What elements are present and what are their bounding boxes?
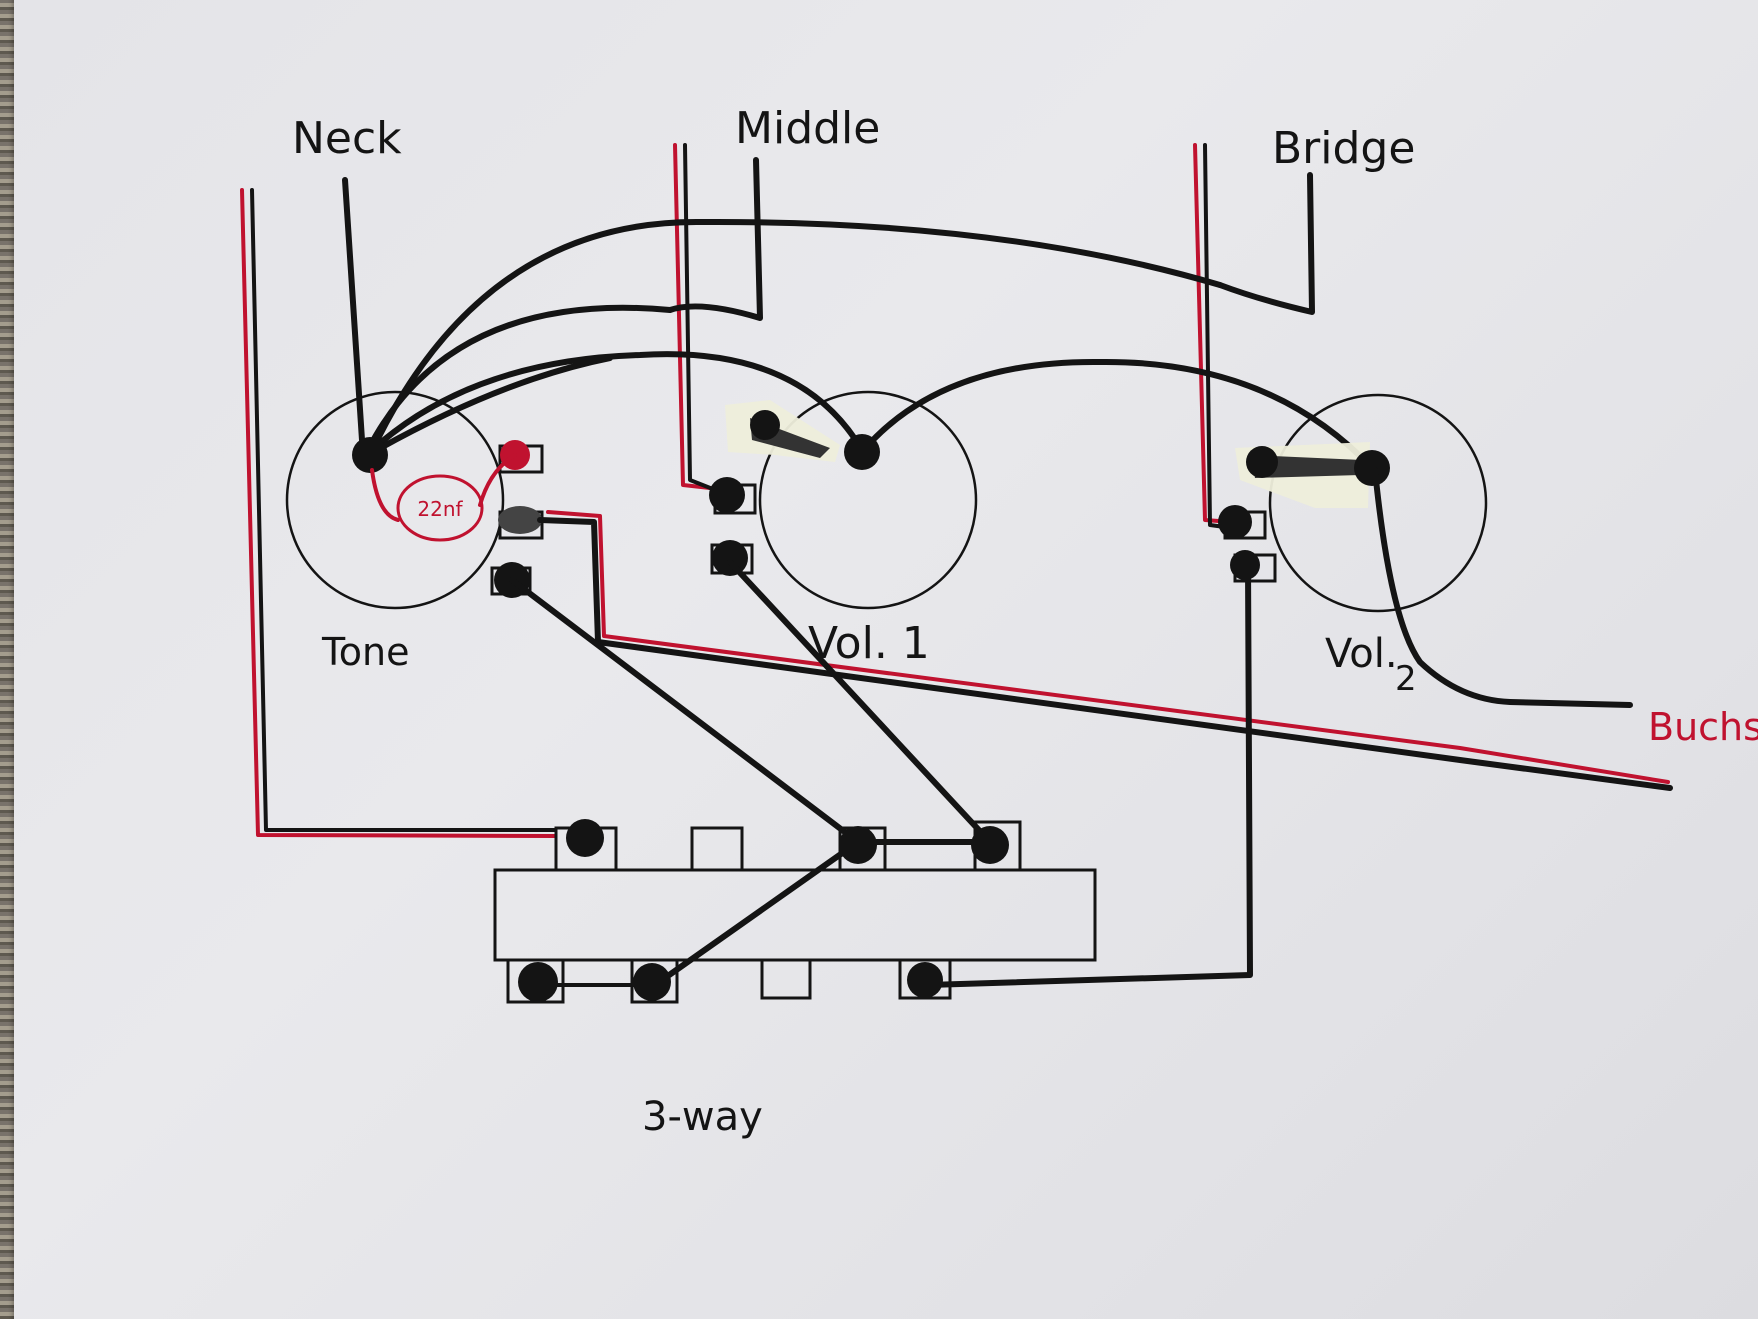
neck-label: Neck <box>292 113 402 164</box>
switch-connections <box>509 559 1253 988</box>
jack-label: Buchs <box>1648 705 1758 749</box>
hot-wire-arcs <box>365 218 1375 471</box>
vol1-pot <box>709 390 978 610</box>
bridge-label: Bridge <box>1272 123 1415 174</box>
paper-sheet <box>14 0 1758 1319</box>
output-wires <box>537 467 1673 791</box>
vol2-label: Vol. <box>1325 631 1398 677</box>
capacitor-label: 22nf <box>417 497 463 521</box>
neck-pickup-wires <box>240 177 557 838</box>
middle-label: Middle <box>735 103 880 154</box>
three-way-switch <box>493 819 1097 1004</box>
tone-label: Tone <box>321 630 409 674</box>
vol2-subscript: 2 <box>1395 659 1417 699</box>
switch-label: 3-way <box>642 1094 763 1140</box>
vol2-pot <box>1218 393 1488 613</box>
tone-pot <box>285 390 544 610</box>
capacitor-22nf: 22nf <box>370 453 517 542</box>
vol1-label: Vol. 1 <box>808 618 930 669</box>
